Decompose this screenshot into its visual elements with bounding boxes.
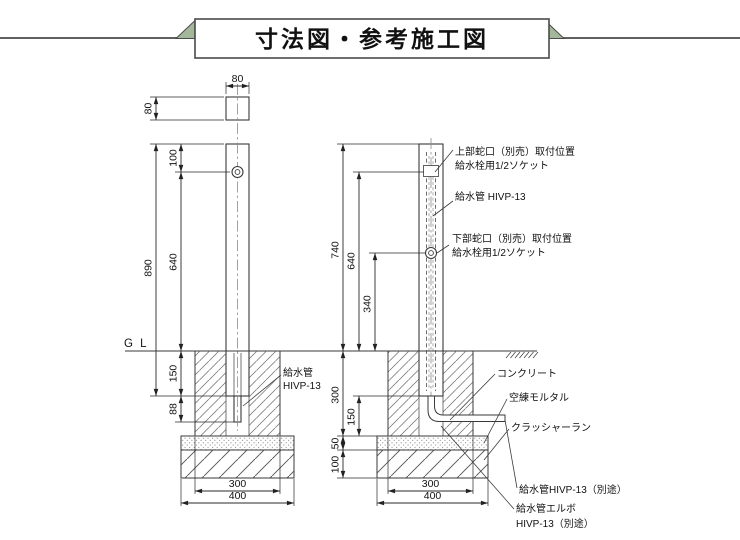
dim-embed-left: 150 <box>168 365 180 383</box>
dim-mortar: 50 <box>330 438 342 450</box>
label-supply-pipe: 給水管 HIVP-13 <box>455 190 526 203</box>
label-elbow-1: 給水管エルボ <box>516 502 576 515</box>
leader-supply-pipe <box>432 200 454 217</box>
dim-footing-right: 400 <box>424 490 442 502</box>
leader-lower-faucet <box>436 244 450 254</box>
lower-faucet-hole <box>424 246 438 260</box>
label-crusher: クラッシャーラン <box>511 422 591 434</box>
leader-elbow <box>440 425 515 510</box>
upper-socket <box>423 165 439 177</box>
label-elbow-2: HIVP-13（別途） <box>516 517 594 530</box>
dim-faucet-height: 640 <box>168 253 180 271</box>
mortar-band-left <box>180 435 295 451</box>
dim-faucet-offset: 100 <box>168 149 180 167</box>
dim-height: 740 <box>330 241 342 259</box>
label-lower-faucet-1: 下部蛇口（別売）取付位置 <box>452 232 572 245</box>
dim-base-right: 300 <box>422 478 440 490</box>
leader-mortar <box>483 398 508 444</box>
dim-concrete-depth: 300 <box>330 386 342 404</box>
dim-top-width: 80 <box>232 73 244 85</box>
leader-upper-faucet <box>434 149 454 173</box>
dim-pipe-stub: 88 <box>168 403 180 415</box>
left-view: 80 80 100 890 640 150 88 300 400 給水管 HIV… <box>143 73 321 506</box>
dim-base-left: 300 <box>229 478 247 490</box>
label-pipe-line1: 給水管 <box>283 366 313 379</box>
dim-post-length: 890 <box>143 259 155 277</box>
dim-embed-right: 150 <box>346 408 358 426</box>
dim-footing-left: 400 <box>229 490 247 502</box>
crusher-band-left <box>180 449 295 479</box>
faucet-hole <box>231 165 244 179</box>
gl-label: G L <box>124 338 149 350</box>
crusher-band-right <box>376 449 489 479</box>
label-upper-faucet-1: 上部蛇口（別売）取付位置 <box>455 145 575 158</box>
label-lower-faucet-2: 給水栓用1/2ソケット <box>452 246 546 259</box>
title-ribbon: 寸法図・参考施工図 <box>0 18 740 59</box>
leader-pipe-left <box>242 374 282 407</box>
label-upper-faucet-2: 給水栓用1/2ソケット <box>455 159 549 172</box>
right-view: 740 640 340 300 150 50 100 300 400 上部蛇口（… <box>330 138 627 530</box>
elbow-pipe <box>427 395 506 422</box>
leader-crusher <box>483 428 510 461</box>
label-pipe-sep: 給水管HIVP-13（別途） <box>519 483 627 496</box>
dim-upper-faucet: 640 <box>346 252 358 270</box>
label-pipe-line2: HIVP-13 <box>283 381 321 392</box>
leader-concrete <box>449 373 496 421</box>
title-box <box>194 18 550 59</box>
leader-pipe-sep <box>504 419 518 489</box>
dim-lower-faucet: 340 <box>362 295 374 313</box>
dim-side-width: 80 <box>143 103 155 115</box>
dim-crusher: 100 <box>330 456 342 474</box>
page-title: 寸法図・参考施工図 <box>255 26 489 52</box>
mortar-band-right <box>376 435 489 451</box>
label-mortar: 空練モルタル <box>509 391 569 404</box>
ground-line-group: G L <box>124 338 539 359</box>
ribbon-left-wedge <box>174 18 197 39</box>
soil-hatch-ticks <box>505 351 539 359</box>
label-concrete: コンクリート <box>497 368 557 380</box>
